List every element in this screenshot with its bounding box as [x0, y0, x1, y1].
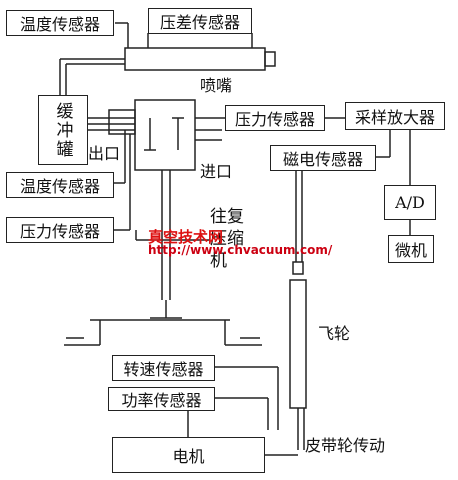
- shaft-probe: [292, 261, 304, 275]
- buffer-tank-box: 缓冲罐: [38, 95, 88, 165]
- outlet-port: [108, 109, 136, 135]
- temp-sensor-left-box: 温度传感器: [6, 172, 114, 198]
- watermark-site-name: 真空技术网: [148, 228, 224, 246]
- temp-sensor-top-label: 温度传感器: [19, 15, 100, 34]
- diff-pressure-sensor-label: 压差传感器: [159, 13, 240, 32]
- inlet-label: 进口: [200, 162, 233, 181]
- pressure-sensor-mid-label: 压力传感器: [234, 110, 315, 129]
- reciprocating-compressor-label: 往复压缩机: [210, 207, 244, 271]
- flywheel-label: 飞轮: [318, 324, 351, 343]
- microcomputer-label: 微机: [394, 241, 427, 260]
- speed-sensor-box: 转速传感器: [112, 355, 215, 381]
- temp-sensor-top-box: 温度传感器: [6, 10, 114, 36]
- microcomputer-box: 微机: [388, 235, 434, 263]
- pressure-sensor-left-box: 压力传感器: [6, 217, 114, 243]
- temp-sensor-left-label: 温度传感器: [19, 177, 100, 196]
- buffer-tank-label: 缓冲罐: [52, 101, 73, 159]
- flywheel-shaft: [289, 279, 307, 409]
- speed-sensor-label: 转速传感器: [123, 360, 204, 379]
- compressor-body: [134, 99, 196, 171]
- top-pipe-cap: [264, 51, 276, 67]
- magnetic-sensor-label: 磁电传感器: [282, 150, 363, 169]
- motor-label: 电机: [172, 447, 205, 466]
- sampling-amplifier-label: 采样放大器: [354, 108, 435, 127]
- power-sensor-box: 功率传感器: [108, 387, 215, 411]
- belt-drive-label: 皮带轮传动: [305, 436, 386, 455]
- magnetic-sensor-box: 磁电传感器: [270, 145, 376, 171]
- power-sensor-label: 功率传感器: [121, 391, 202, 410]
- nozzle-label: 喷嘴: [200, 76, 233, 95]
- sampling-amplifier-box: 采样放大器: [345, 102, 445, 130]
- pressure-sensor-left-label: 压力传感器: [19, 222, 100, 241]
- pressure-sensor-mid-box: 压力传感器: [225, 105, 325, 131]
- ad-box: A/D: [384, 185, 436, 220]
- watermark-site-url: http://www.chvacuum.com/: [148, 243, 333, 257]
- ad-label: A/D: [395, 193, 425, 212]
- top-pipe: [124, 47, 266, 71]
- diff-pressure-sensor-box: 压差传感器: [148, 8, 252, 34]
- outlet-label: 出口: [88, 144, 121, 163]
- motor-box: 电机: [112, 437, 265, 473]
